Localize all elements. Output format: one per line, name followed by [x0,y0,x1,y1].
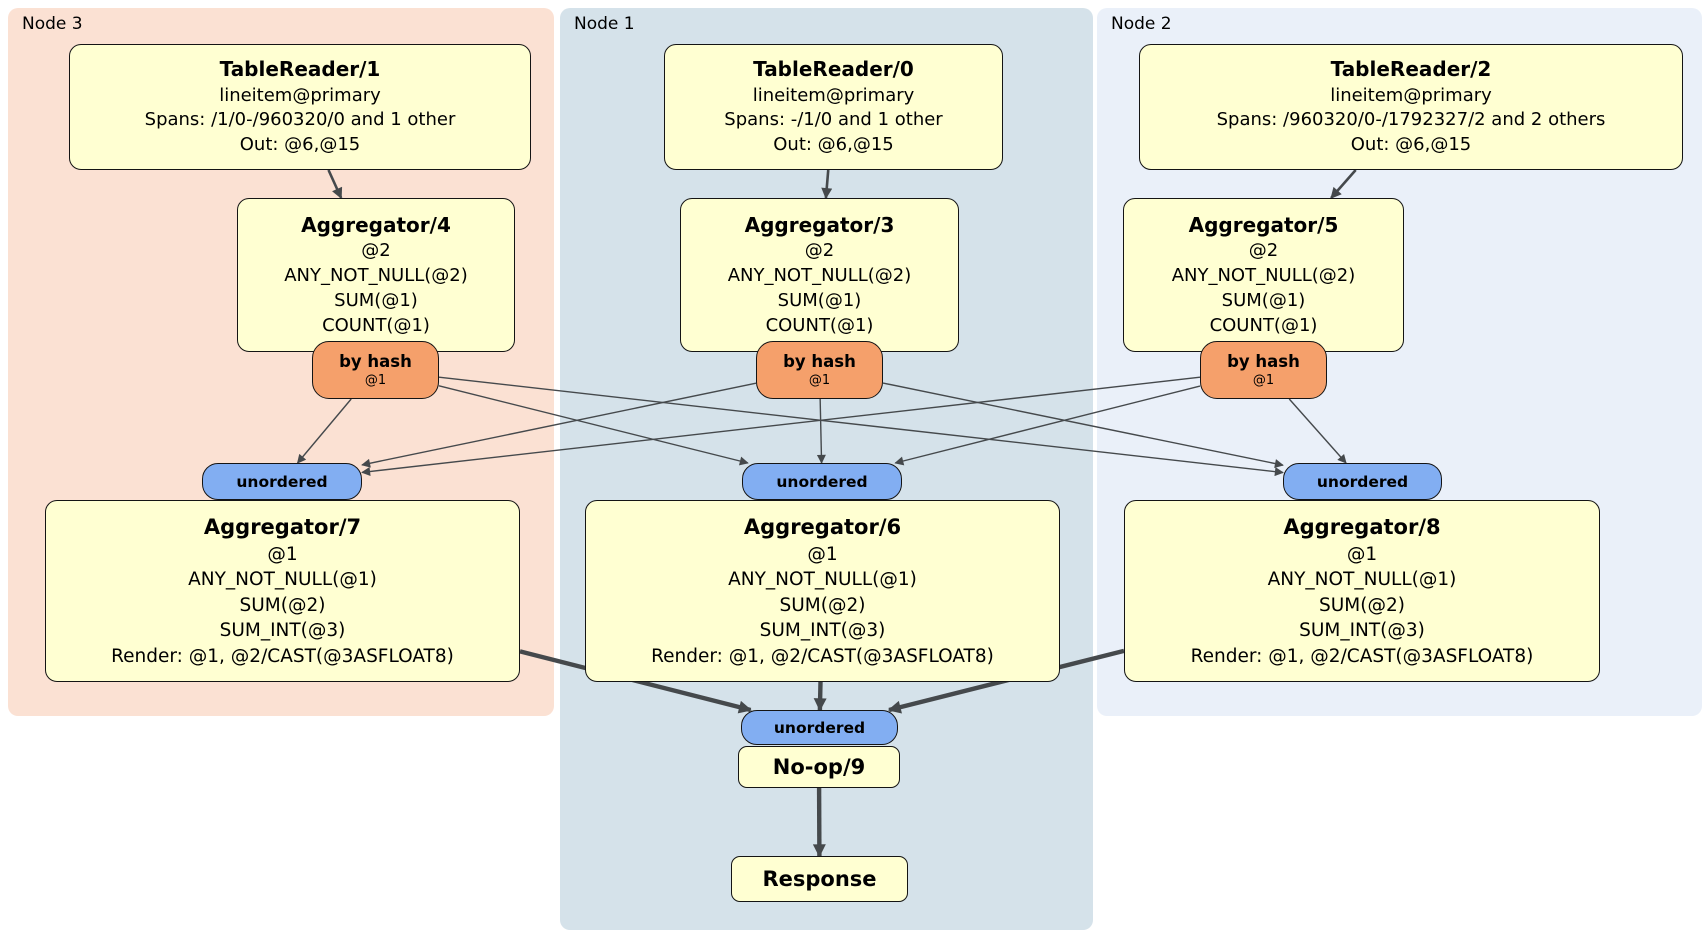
router-key: @1 [364,372,387,388]
panel-label-node-2: Node 2 [1111,14,1172,34]
node-aggregator-5: Aggregator/5 @2 ANY_NOT_NULL(@2) SUM(@1)… [1123,198,1404,352]
node-detail: Spans: /960320/0-/1792327/2 and 2 others [1216,109,1606,131]
router-label: by hash [783,351,856,371]
node-detail: COUNT(@1) [765,314,874,336]
node-detail: ANY_NOT_NULL(@1) [1267,569,1457,591]
node-aggregator-4: Aggregator/4 @2 ANY_NOT_NULL(@2) SUM(@1)… [237,198,515,352]
node-aggregator-3: Aggregator/3 @2 ANY_NOT_NULL(@2) SUM(@1)… [680,198,959,352]
node-title: Aggregator/5 [1188,212,1339,237]
sync-unordered-final: unordered [741,710,898,745]
node-aggregator-6: Aggregator/6 @1 ANY_NOT_NULL(@1) SUM(@2)… [585,500,1060,682]
node-detail: ANY_NOT_NULL(@1) [188,569,377,591]
node-title: TableReader/0 [753,56,914,81]
node-title: Aggregator/8 [1283,514,1441,539]
node-detail: SUM(@2) [239,594,326,616]
node-detail: @2 [804,240,835,262]
node-detail: Out: @6,@15 [773,134,894,156]
node-detail: SUM(@1) [334,289,418,311]
node-title: Aggregator/6 [743,514,902,539]
node-detail: SUM_INT(@3) [219,620,346,642]
node-aggregator-8: Aggregator/8 @1 ANY_NOT_NULL(@1) SUM(@2)… [1124,500,1600,682]
node-detail: SUM_INT(@3) [759,620,886,642]
node-detail: SUM(@1) [777,289,862,311]
node-detail: SUM(@2) [779,594,866,616]
node-detail: @1 [267,543,298,565]
node-tablereader-2: TableReader/2 lineitem@primary Spans: /9… [1139,44,1683,170]
node-detail: SUM(@2) [1319,594,1405,616]
node-detail: COUNT(@1) [1209,314,1318,336]
node-title: Aggregator/3 [744,212,895,237]
sync-label: unordered [773,718,866,737]
node-detail: ANY_NOT_NULL(@2) [727,264,912,286]
node-title: No-op/9 [772,754,866,779]
node-detail: lineitem@primary [219,84,381,106]
node-title: Response [762,866,877,891]
node-detail: ANY_NOT_NULL(@2) [284,264,468,286]
sync-label: unordered [776,472,868,491]
node-detail: Spans: /1/0-/960320/0 and 1 other [144,109,456,131]
node-tablereader-1: TableReader/1 lineitem@primary Spans: /1… [69,44,531,170]
node-detail: @2 [1248,240,1279,262]
sync-label: unordered [1316,472,1409,491]
node-detail: Render: @1, @2/CAST(@3ASFLOAT8) [651,645,994,667]
node-detail: ANY_NOT_NULL(@1) [728,569,917,591]
node-detail: ANY_NOT_NULL(@2) [1171,264,1356,286]
router-by-hash-5: by hash @1 [1200,341,1327,399]
node-detail: lineitem@primary [1330,84,1492,106]
node-detail: @2 [361,240,391,262]
sync-label: unordered [236,472,328,491]
node-noop-9: No-op/9 [738,746,900,788]
node-detail: Spans: -/1/0 and 1 other [724,109,943,131]
router-by-hash-4: by hash @1 [312,341,439,399]
node-tablereader-0: TableReader/0 lineitem@primary Spans: -/… [664,44,1003,170]
node-detail: @1 [807,543,838,565]
node-detail: SUM(@1) [1221,289,1306,311]
sync-unordered-8: unordered [1283,463,1442,500]
router-key: @1 [808,372,831,388]
router-key: @1 [1252,372,1275,388]
node-title: Aggregator/7 [203,514,362,539]
node-detail: SUM_INT(@3) [1299,620,1425,642]
node-detail: @1 [1346,543,1378,565]
node-detail: lineitem@primary [752,84,915,106]
node-title: TableReader/2 [1330,56,1492,81]
sync-unordered-6: unordered [742,463,902,500]
router-by-hash-3: by hash @1 [756,341,883,399]
node-title: TableReader/1 [219,56,381,81]
node-detail: Render: @1, @2/CAST(@3ASFLOAT8) [1190,645,1534,667]
node-detail: Out: @6,@15 [1350,134,1472,156]
node-detail: COUNT(@1) [322,314,430,336]
panel-label-node-3: Node 3 [22,14,83,34]
sync-unordered-7: unordered [202,463,362,500]
router-label: by hash [1227,351,1300,371]
panel-label-node-1: Node 1 [574,14,635,34]
router-label: by hash [339,351,412,371]
node-detail: Out: @6,@15 [239,134,361,156]
node-detail: Render: @1, @2/CAST(@3ASFLOAT8) [111,645,454,667]
node-title: Aggregator/4 [301,212,451,237]
node-aggregator-7: Aggregator/7 @1 ANY_NOT_NULL(@1) SUM(@2)… [45,500,520,682]
node-response: Response [731,856,908,902]
